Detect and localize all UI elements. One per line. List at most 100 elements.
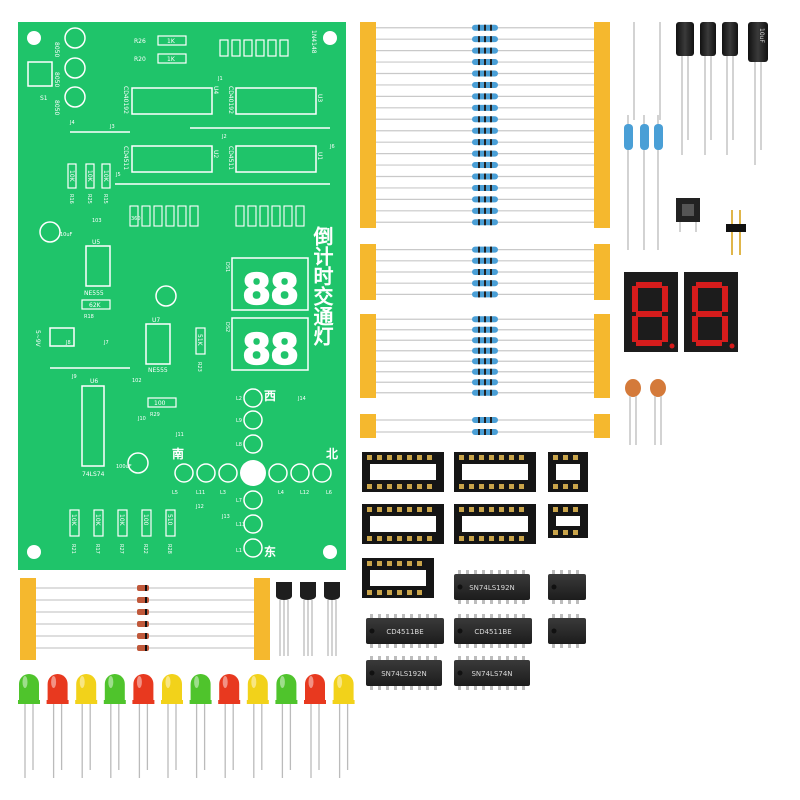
resistor-band [484, 81, 486, 88]
led-rim [275, 700, 298, 704]
svg-text:8: 8 [270, 265, 299, 314]
socket-pin [427, 455, 432, 460]
chip-pin [378, 644, 381, 648]
resistor-band [484, 257, 486, 264]
chip-pin [402, 614, 405, 618]
socket-pin [387, 455, 392, 460]
resistor-band [478, 59, 480, 66]
chip-marking: SN74LS74N [471, 670, 512, 678]
display-segment [662, 316, 668, 342]
led-highlight [308, 676, 314, 688]
svg-text:U5: U5 [92, 239, 100, 246]
svg-text:8: 8 [270, 325, 299, 374]
led-rim [246, 700, 269, 704]
svg-text:U2: U2 [212, 150, 219, 158]
mounting-hole [323, 31, 337, 45]
display-segment [696, 340, 722, 346]
chip-pin [576, 570, 579, 574]
led-rim [75, 700, 98, 704]
cap-footprint [155, 285, 177, 307]
led-dome [162, 674, 182, 704]
diode-body [137, 585, 149, 591]
socket-pin [479, 536, 484, 541]
led-highlight [279, 676, 285, 688]
chip-pin [498, 570, 501, 574]
resistor-band [484, 207, 486, 214]
svg-text:L5: L5 [172, 490, 178, 496]
svg-text:100: 100 [142, 514, 149, 526]
svg-text:CD40192: CD40192 [122, 86, 129, 114]
chip-pin [552, 614, 555, 618]
socket-pin [387, 590, 392, 595]
transistor-label: 8050 [53, 42, 60, 57]
chip-pin [410, 686, 413, 690]
socket-pin [469, 507, 474, 512]
chip-pin [474, 656, 477, 660]
led-highlight [136, 676, 142, 688]
svg-text:R18: R18 [84, 314, 94, 320]
resistor-band [490, 173, 492, 180]
chip-pin [466, 686, 469, 690]
chip-pin [514, 570, 517, 574]
socket-pin [469, 455, 474, 460]
chip-pin [394, 686, 397, 690]
resistor-band [484, 219, 486, 226]
resistor-band [484, 326, 486, 333]
socket-pin [489, 507, 494, 512]
display-segment [636, 340, 662, 346]
socket-window [370, 464, 436, 480]
display-segment [662, 286, 668, 312]
svg-text:L4: L4 [278, 490, 284, 496]
chip-pin [576, 600, 579, 604]
led-dome [333, 674, 354, 704]
socket-pin [459, 455, 464, 460]
chip-pin [386, 614, 389, 618]
resistor-band [490, 326, 492, 333]
chip-pin [458, 600, 461, 604]
chip-body [454, 660, 530, 686]
resistor-band [484, 337, 486, 344]
chip-pin [482, 644, 485, 648]
chip-pin [386, 686, 389, 690]
chip-pin [474, 644, 477, 648]
chip-pin [474, 614, 477, 618]
svg-text:J11: J11 [175, 432, 184, 438]
chip-pin [410, 656, 413, 660]
resistor-band [484, 162, 486, 169]
socket-pin [367, 455, 372, 460]
bottom-resistors: 10K R21 10K R17 10K R27 100 R22 510 R28 [69, 509, 176, 554]
chip-marking: SN74LS192N [381, 670, 427, 678]
chip-pin [506, 570, 509, 574]
socket-pin [417, 536, 422, 541]
svg-text:J3: J3 [109, 124, 115, 130]
mounting-hole [323, 545, 337, 559]
resistor-band [490, 104, 492, 111]
socket-pin [367, 590, 372, 595]
chip-pin [514, 644, 517, 648]
resistor-band [484, 139, 486, 146]
resistor-band [484, 269, 486, 275]
transistor-label: 8050 [53, 100, 60, 115]
display-segment [696, 311, 722, 317]
svg-text:R20: R20 [134, 56, 146, 63]
socket-pin [499, 455, 504, 460]
svg-text:J13: J13 [221, 514, 230, 520]
socket-pin [553, 530, 558, 535]
socket-pin [573, 484, 578, 489]
display-segment [696, 282, 722, 288]
led-rim [218, 700, 241, 704]
resistor-band [490, 417, 492, 423]
socket-pin [427, 507, 432, 512]
chip-pin [552, 644, 555, 648]
chip-pin [474, 686, 477, 690]
svg-text:NE555: NE555 [84, 290, 104, 297]
chip-pin [560, 570, 563, 574]
leds [18, 674, 355, 778]
resistor-band [478, 81, 480, 88]
socket-pin [519, 507, 524, 512]
diode-body [137, 609, 149, 615]
socket-pin [407, 590, 412, 595]
resistor-band [490, 47, 492, 54]
socket-pin [459, 507, 464, 512]
electrolytic-capacitors: 10uF [676, 22, 768, 165]
